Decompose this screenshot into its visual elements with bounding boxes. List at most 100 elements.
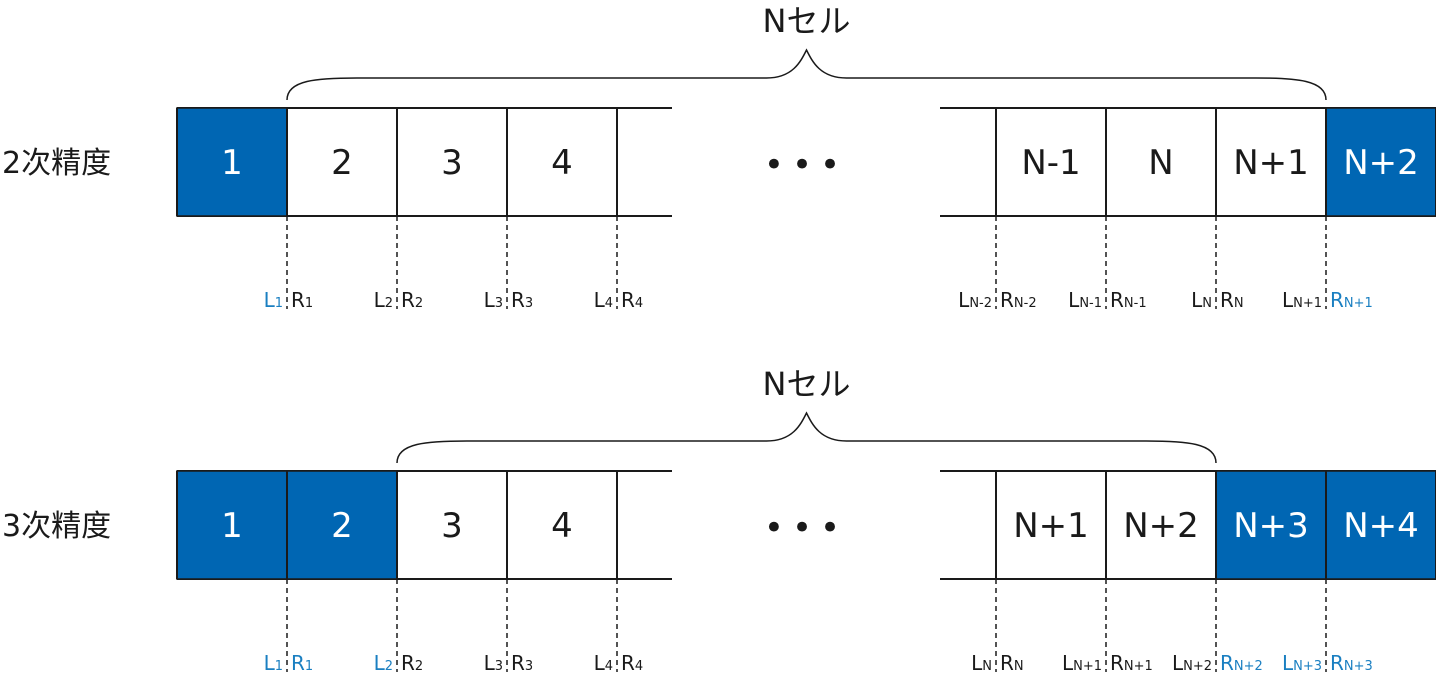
left-state-symbol: L — [958, 288, 970, 312]
left-state-symbol: L — [1068, 288, 1080, 312]
ghost-cell — [1215, 470, 1327, 580]
ghost-cell-label: N+3 — [1233, 506, 1309, 546]
left-state-label: L3 — [484, 288, 503, 312]
right-state-subscript: 2 — [415, 659, 423, 674]
right-state-symbol: R — [511, 288, 525, 312]
left-state-subscript: 2 — [385, 659, 393, 674]
left-state-subscript: 2 — [385, 296, 393, 311]
cell-label: 4 — [551, 506, 573, 546]
right-state-subscript: 1 — [305, 296, 313, 311]
right-state-symbol: R — [621, 651, 635, 675]
right-state-subscript: 4 — [635, 296, 643, 311]
right-state-subscript: N+3 — [1344, 659, 1373, 674]
right-state-symbol: R — [1000, 651, 1014, 675]
right-state-label: R2 — [401, 651, 423, 675]
right-state-subscript: 1 — [305, 659, 313, 674]
left-state-label: LN+1 — [1062, 651, 1102, 675]
left-state-label: LN+2 — [1172, 651, 1212, 675]
left-state-symbol: L — [1062, 651, 1074, 675]
right-state-subscript: N-2 — [1014, 296, 1037, 311]
right-state-label: RN+2 — [1220, 651, 1263, 675]
left-state-label: LN+1 — [1282, 288, 1322, 312]
left-state-label: L2 — [374, 651, 393, 675]
left-state-symbol: L — [971, 651, 983, 675]
left-state-symbol: L — [264, 651, 276, 675]
right-state-label: R4 — [621, 288, 643, 312]
left-state-subscript: N+2 — [1183, 659, 1212, 674]
right-state-symbol: R — [1220, 651, 1234, 675]
cell-label: N — [1148, 143, 1173, 183]
left-state-symbol: L — [1282, 651, 1294, 675]
left-state-symbol: L — [1191, 288, 1203, 312]
left-state-subscript: 4 — [605, 296, 613, 311]
right-state-symbol: R — [401, 288, 415, 312]
right-state-symbol: R — [1220, 288, 1234, 312]
left-state-label: L1 — [264, 288, 283, 312]
left-state-label: LN — [1191, 288, 1212, 312]
cell-label: 4 — [551, 143, 573, 183]
ghost-cell-label: 2 — [331, 506, 353, 546]
right-state-label: R1 — [291, 651, 313, 675]
left-state-subscript: 1 — [275, 659, 283, 674]
right-state-label: R1 — [291, 288, 313, 312]
left-state-subscript: N+3 — [1293, 659, 1322, 674]
right-state-symbol: R — [1330, 288, 1344, 312]
left-state-symbol: L — [374, 651, 386, 675]
cell-label: N+1 — [1013, 506, 1089, 546]
ghost-cell — [176, 107, 288, 217]
cell-label: N+2 — [1123, 506, 1199, 546]
ghost-cell-label: 1 — [221, 143, 243, 183]
right-state-subscript: N — [1014, 659, 1024, 674]
left-state-symbol: L — [484, 288, 496, 312]
row-label: 2次精度 — [2, 146, 111, 181]
right-state-label: R3 — [511, 288, 533, 312]
right-state-symbol: R — [401, 651, 415, 675]
left-state-subscript: N — [982, 659, 992, 674]
right-state-label: RN+1 — [1330, 288, 1373, 312]
cell-label: 3 — [441, 143, 463, 183]
n-cells-brace — [286, 48, 1327, 101]
right-state-label: R2 — [401, 288, 423, 312]
right-state-label: RN — [1000, 651, 1024, 675]
left-state-label: LN — [971, 651, 992, 675]
left-state-subscript: 3 — [495, 296, 503, 311]
right-state-label: RN-2 — [1000, 288, 1037, 312]
right-state-subscript: N-1 — [1124, 296, 1147, 311]
left-state-symbol: L — [264, 288, 276, 312]
left-state-symbol: L — [594, 651, 606, 675]
row-label: 3次精度 — [2, 509, 111, 544]
ghost-cell-label: 1 — [221, 506, 243, 546]
ghost-cell — [286, 470, 398, 580]
right-state-subscript: N+2 — [1234, 659, 1263, 674]
right-state-subscript: 4 — [635, 659, 643, 674]
left-state-subscript: N-1 — [1079, 296, 1102, 311]
cell-label: N-1 — [1021, 143, 1080, 183]
right-state-symbol: R — [1330, 651, 1344, 675]
left-state-subscript: 1 — [275, 296, 283, 311]
n-cells-label: Nセル — [763, 2, 851, 40]
left-state-subscript: 4 — [605, 659, 613, 674]
left-state-label: LN+3 — [1282, 651, 1322, 675]
right-state-symbol: R — [291, 288, 305, 312]
left-state-label: LN-2 — [958, 288, 992, 312]
left-state-symbol: L — [594, 288, 606, 312]
left-state-symbol: L — [484, 651, 496, 675]
left-state-label: L1 — [264, 651, 283, 675]
right-state-symbol: R — [1110, 651, 1124, 675]
right-state-label: RN+3 — [1330, 651, 1373, 675]
cell-label: N+1 — [1233, 143, 1309, 183]
right-state-label: RN+1 — [1110, 651, 1153, 675]
left-state-symbol: L — [1282, 288, 1294, 312]
left-state-label: LN-1 — [1068, 288, 1102, 312]
right-state-subscript: N — [1234, 296, 1244, 311]
left-state-subscript: N — [1202, 296, 1212, 311]
ghost-cell — [1325, 107, 1436, 217]
right-state-subscript: 2 — [415, 296, 423, 311]
right-state-symbol: R — [1000, 288, 1014, 312]
ellipsis: ••• — [764, 508, 848, 548]
left-state-subscript: N-2 — [969, 296, 992, 311]
ellipsis: ••• — [764, 145, 848, 185]
right-state-symbol: R — [511, 651, 525, 675]
cell-label: 3 — [441, 506, 463, 546]
